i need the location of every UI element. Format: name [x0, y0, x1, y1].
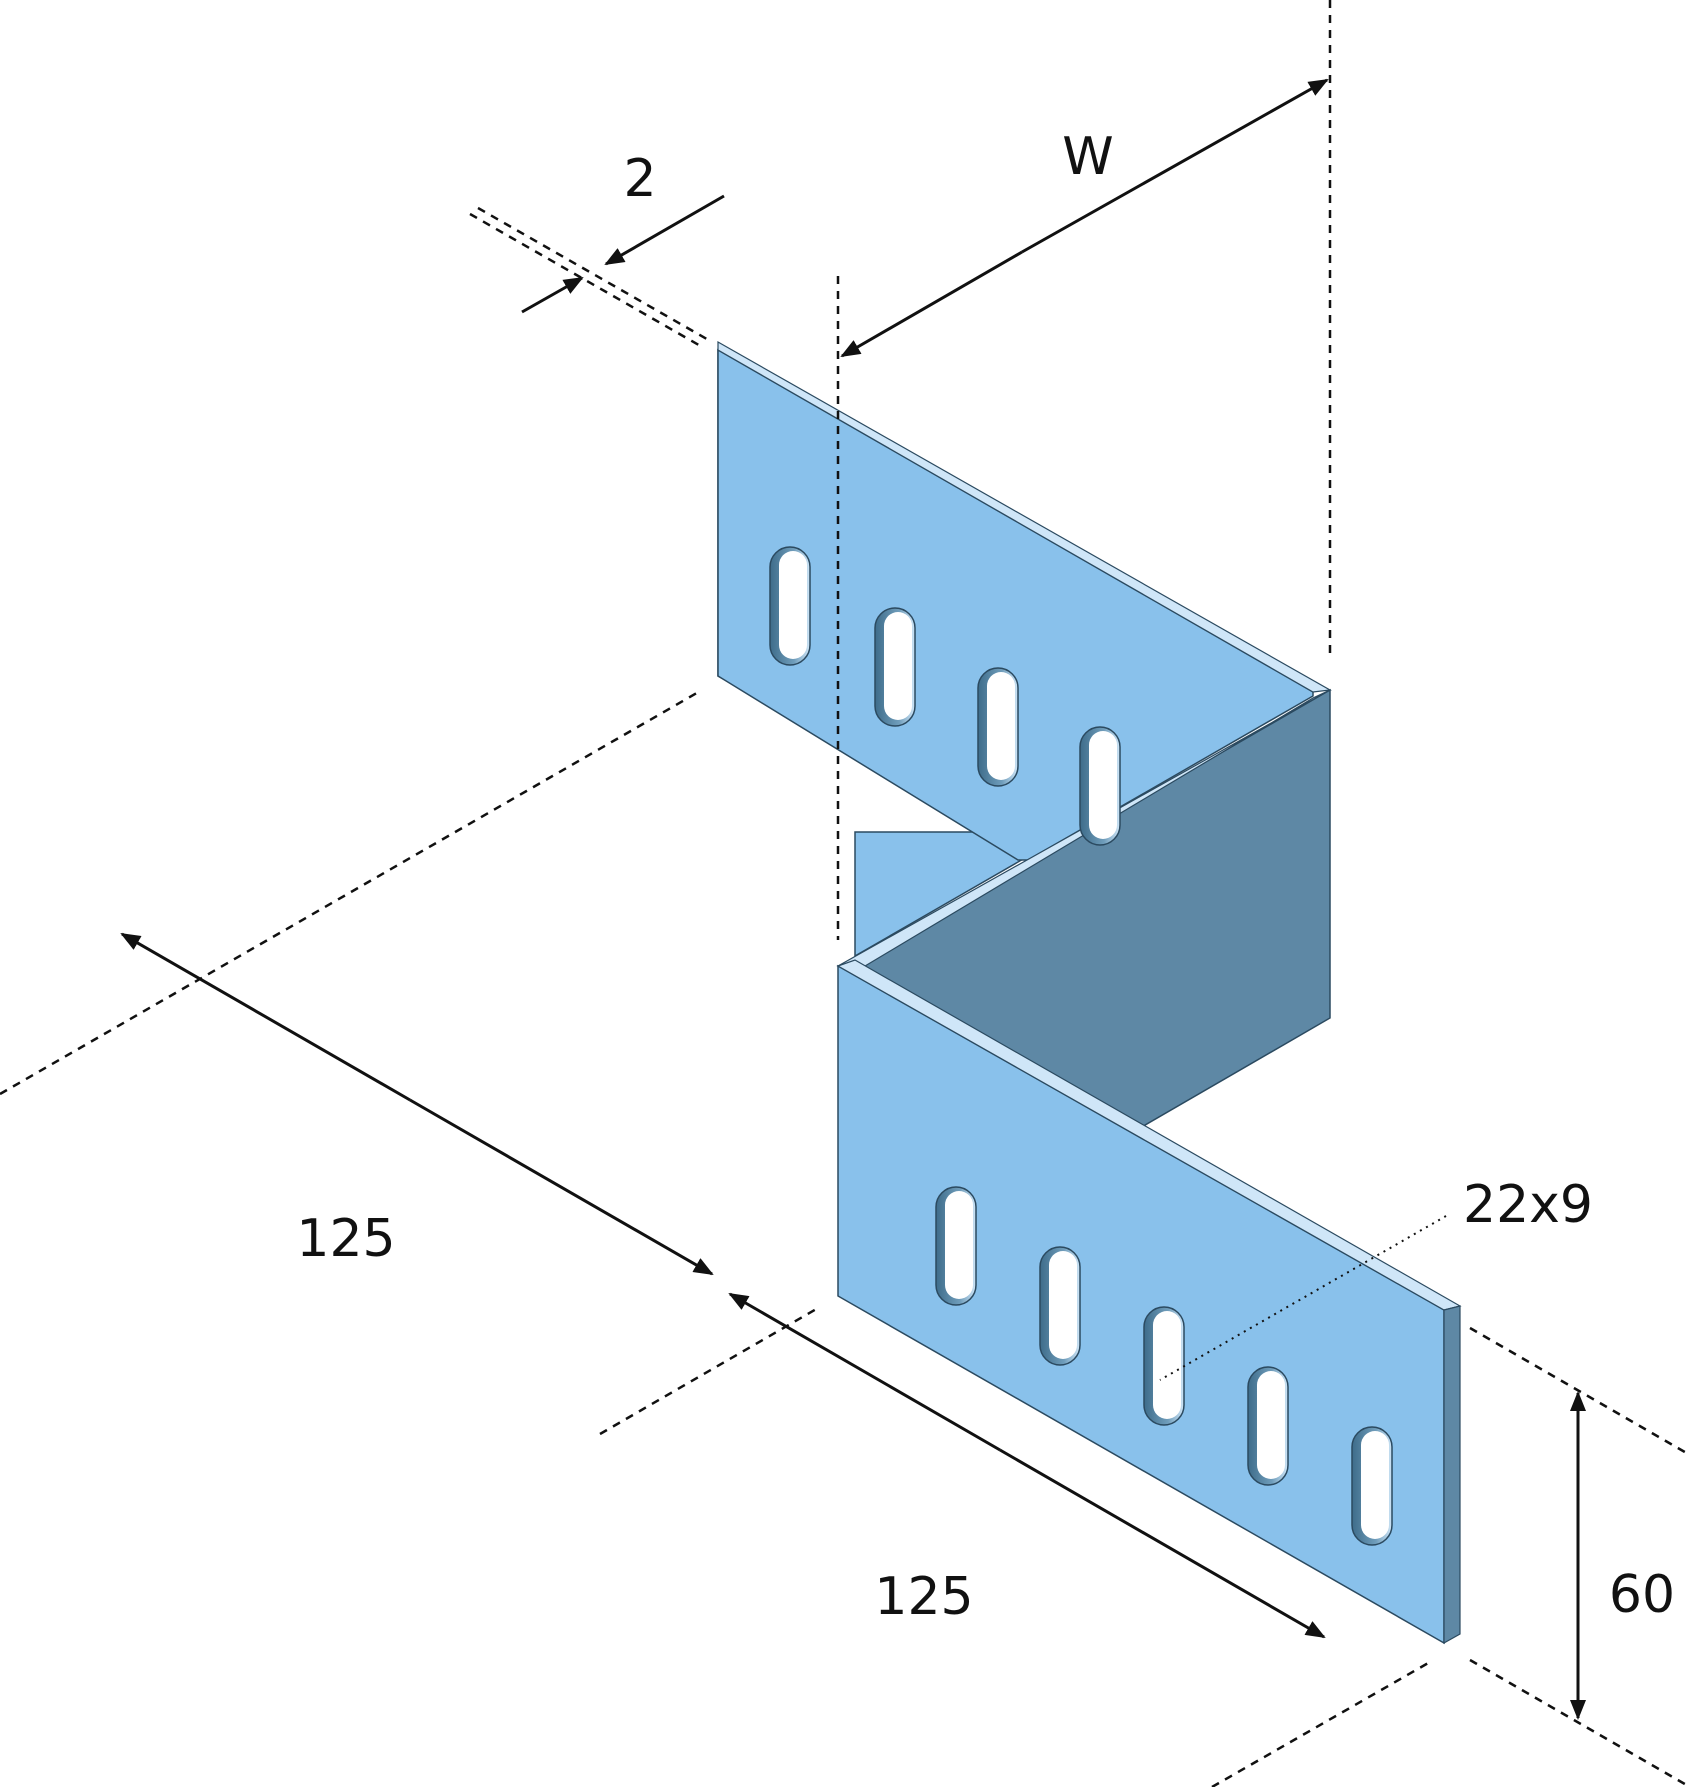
- lower-slot-2: [1039, 1246, 1081, 1366]
- lower-slot-1: [935, 1186, 977, 1306]
- bracket-upper-edge: [717, 340, 1332, 693]
- bracket-lower-end: [1443, 1305, 1461, 1645]
- dimension-height: 60: [1469, 1326, 1690, 1787]
- dimension-width: W: [836, 0, 1332, 940]
- upper-slot-1: [769, 546, 811, 666]
- dimension-thickness: 2: [469, 149, 725, 350]
- bracket-body: [717, 340, 1462, 1645]
- upper-slot-3: [977, 667, 1019, 787]
- height-label: 60: [1609, 1565, 1675, 1625]
- slot-label: 22x9: [1463, 1175, 1593, 1235]
- upper-slot-4: [1079, 726, 1121, 846]
- width-label: W: [1062, 127, 1113, 187]
- dimension-slot: 22x9: [1159, 1175, 1593, 1381]
- lower-slot-3: [1143, 1306, 1185, 1426]
- upper-slot-2: [874, 607, 916, 727]
- length-lower-label: 125: [874, 1567, 973, 1627]
- thickness-label: 2: [623, 149, 656, 209]
- length-upper-label: 125: [296, 1209, 395, 1269]
- dimension-length-lower: 125: [728, 1292, 1431, 1787]
- dimension-length-upper: 125: [0, 688, 819, 1436]
- slots: [769, 546, 1393, 1546]
- lower-slot-4: [1247, 1366, 1289, 1486]
- lower-slot-5: [1351, 1426, 1393, 1546]
